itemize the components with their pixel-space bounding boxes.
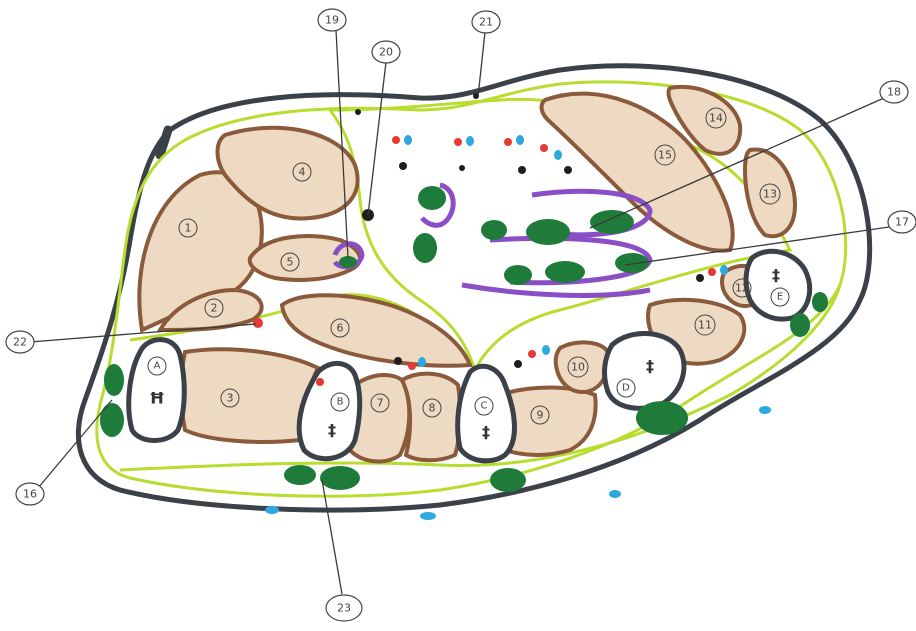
svg-text:17: 17 [895,216,909,229]
vein-5 [418,357,426,367]
artery-8 [528,350,536,358]
svg-text:22: 22 [13,336,27,349]
nerve-17 [812,292,828,312]
lymph-8 [394,357,402,365]
muscle-label-12: 12 [733,279,751,297]
vein-2 [466,136,474,146]
nerve-7 [545,261,585,283]
bone-C [458,366,515,461]
lymph-4 [459,165,465,171]
svg-text:19: 19 [325,14,339,27]
svg-text:1: 1 [185,222,192,235]
lymph-10 [696,274,704,282]
vein-6 [542,345,550,355]
callout-label-20: 20 [372,41,400,63]
artery-9 [708,268,716,276]
svg-text:9: 9 [537,409,544,422]
nerve-4 [526,219,570,245]
callout-label-18: 18 [880,81,908,103]
svg-text:‡: ‡ [646,357,654,376]
artery-7 [408,362,416,370]
svg-text:C: C [481,401,488,412]
nerve-16 [790,313,810,337]
svg-text:10: 10 [571,361,585,374]
nerve-11 [100,403,124,437]
svg-text:23: 23 [337,602,351,615]
vein-11 [265,506,279,514]
nerve-5 [590,210,634,234]
vein-7 [720,265,728,275]
artery-5 [253,318,263,328]
nerve-15 [636,401,688,435]
svg-text:5: 5 [287,256,294,269]
svg-text:13: 13 [763,188,777,201]
svg-text:E: E [777,292,783,303]
nerve-1 [418,186,446,210]
svg-text:B: B [337,397,344,408]
svg-text:‡: ‡ [482,423,490,442]
svg-text:7: 7 [377,397,384,410]
callout-label-16: 16 [16,483,44,505]
callout-label-22: 22 [6,331,34,353]
svg-text:6: 6 [337,322,344,335]
nerve-10 [104,364,124,396]
svg-text:11: 11 [698,319,712,332]
nerve-3 [481,220,507,240]
svg-text:21: 21 [479,16,493,29]
vein-10 [420,512,436,520]
svg-text:20: 20 [379,46,393,59]
nerve-12 [284,465,316,485]
svg-text:D: D [622,383,630,394]
lymph-9 [514,360,522,368]
callout-label-21: 21 [472,11,500,33]
svg-text:14: 14 [709,112,723,125]
svg-text:16: 16 [23,488,37,501]
lymph-6 [564,166,572,174]
callout-label-19: 19 [318,9,346,31]
svg-text:8: 8 [429,402,436,415]
vein-1 [404,135,412,145]
lymph-1 [355,109,361,115]
vein-4 [554,150,562,160]
nerve-2 [413,233,437,263]
nerve-13 [320,466,360,490]
artery-6 [316,378,324,386]
svg-text:‡: ‡ [772,266,780,285]
nerve-6 [504,265,532,285]
callout-label-17: 17 [888,211,916,233]
nerve-8 [615,253,649,273]
svg-text:‡: ‡ [328,421,336,440]
svg-text:A: A [154,361,161,372]
bone-E [746,251,810,319]
lymph-3 [399,162,407,170]
artery-3 [504,138,512,146]
svg-text:15: 15 [658,149,672,162]
artery-1 [392,136,400,144]
callout-label-23: 23 [326,595,362,621]
bone-D [605,334,684,409]
svg-text:Ħ: Ħ [149,389,165,408]
svg-text:18: 18 [887,86,901,99]
svg-text:12: 12 [735,282,749,295]
svg-text:2: 2 [211,302,218,315]
vein-9 [609,490,621,498]
nerve-14 [490,468,526,492]
svg-text:3: 3 [227,392,234,405]
vein-8 [759,406,771,414]
svg-text:4: 4 [299,166,306,179]
artery-2 [454,138,462,146]
vein-3 [516,135,524,145]
artery-4 [540,144,548,152]
lymph-5 [518,166,526,174]
